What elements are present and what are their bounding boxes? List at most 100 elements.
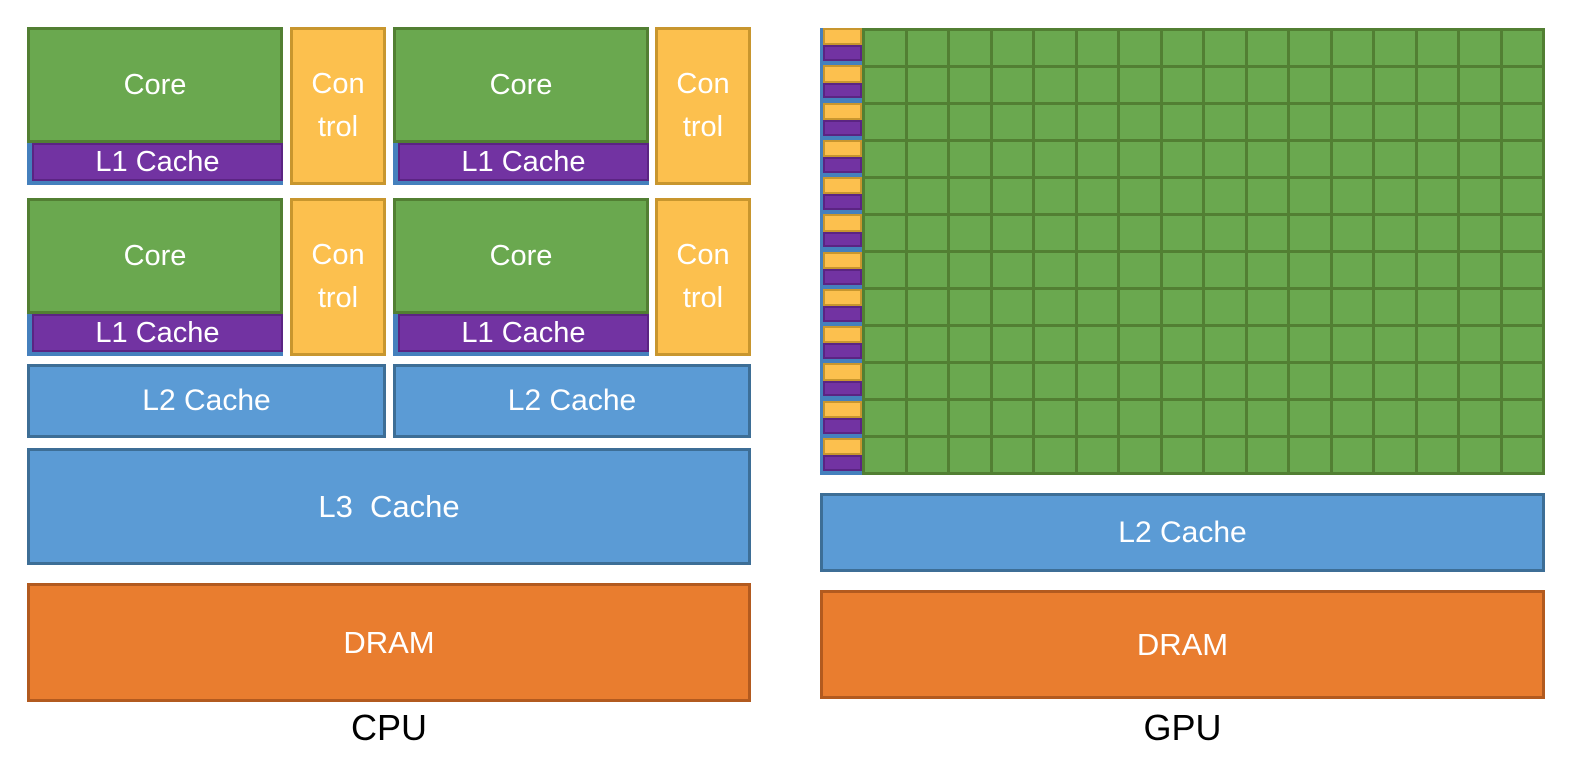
gpu-cores-grid [862,28,1545,475]
gpu-core-cell [1247,68,1287,102]
gpu-core-cell [1077,142,1117,176]
gpu-core-cell [992,142,1032,176]
gpu-core-cell [992,290,1032,324]
gpu-core-cell [907,253,947,287]
cpu-l1-cache: L1 Cache [398,314,649,352]
gpu-core-cell [1205,216,1245,250]
gpu-core-cell [1502,105,1542,139]
gpu-core-cell [1460,142,1500,176]
gpu-core-cell [1460,401,1500,435]
gpu-row-control-group [820,65,862,102]
gpu-core-cell [1290,105,1330,139]
gpu-core-cell [1120,401,1160,435]
gpu-core-cell [1290,364,1330,398]
gpu-core-cell [1205,438,1245,472]
gpu-core-cell [950,438,990,472]
gpu-core-cell [1502,31,1542,65]
gpu-row-l1-cache [823,455,862,471]
gpu-core-cell [1502,327,1542,361]
gpu-core-cell [865,253,905,287]
cpu-core-block: Core L1 Cache Con trol [393,27,751,185]
gpu-core-cell [1417,31,1457,65]
cpu-core: Core [27,198,283,314]
gpu-core-cell [1120,31,1160,65]
gpu-core-cell [1332,68,1372,102]
gpu-row-control-unit [823,214,862,232]
gpu-core-cell [992,327,1032,361]
gpu-core-cell [1205,290,1245,324]
gpu-row-l1-cache [823,157,862,173]
gpu-core-cell [1460,438,1500,472]
gpu-core-cell [1290,290,1330,324]
gpu-core-cell [1205,105,1245,139]
gpu-core-cell [1205,142,1245,176]
gpu-core-cell [950,216,990,250]
gpu-row-control-unit [823,288,862,307]
gpu-row-l1-cache [823,231,862,248]
control-label-line1: Con [311,68,365,100]
gpu-core-cell [950,142,990,176]
gpu-core-cell [1205,327,1245,361]
gpu-core-cell [1375,253,1415,287]
gpu-core-cell [1035,253,1075,287]
gpu-core-cell [1205,253,1245,287]
gpu-core-cell [992,105,1032,139]
gpu-core-cell [1035,179,1075,213]
gpu-core-cell [1035,364,1075,398]
gpu-core-cell [1502,179,1542,213]
cpu-l3-cache: L3 Cache [27,448,751,565]
cpu-l1-cache: L1 Cache [32,314,283,352]
gpu-core-cell [992,438,1032,472]
gpu-core-cell [865,179,905,213]
gpu-core-cell [865,142,905,176]
gpu-core-cell [1375,327,1415,361]
gpu-row-spacer [823,471,862,475]
gpu-core-cell [1332,142,1372,176]
gpu-core-cell [1375,290,1415,324]
gpu-row-control-group [820,400,862,438]
gpu-core-cell [1290,179,1330,213]
gpu-core-cell [1375,68,1415,102]
gpu-row-control-group [820,288,862,326]
cpu-core: Core [393,27,649,143]
gpu-core-cell [1077,179,1117,213]
gpu-core-cell [1375,216,1415,250]
gpu-core-cell [907,68,947,102]
gpu-core-cell [1290,401,1330,435]
gpu-core-cell [1077,31,1117,65]
gpu-core-cell [1247,438,1287,472]
gpu-core-cell [1460,31,1500,65]
gpu-core-cell [1502,142,1542,176]
gpu-core-cell [1417,142,1457,176]
gpu-core-cell [1162,142,1202,176]
gpu-core-cell [992,68,1032,102]
gpu-core-cell [1162,253,1202,287]
cpu-l1-cache: L1 Cache [32,143,283,181]
gpu-core-cell [865,290,905,324]
gpu-core-cell [950,327,990,361]
gpu-core-cell [992,364,1032,398]
gpu-core-cell [1290,327,1330,361]
gpu-core-cell [1460,364,1500,398]
gpu-core-cell [1290,216,1330,250]
gpu-core-cell [865,216,905,250]
gpu-row-l1-cache [823,45,862,62]
gpu-core-cell [1162,105,1202,139]
cpu-core-block: Core L1 Cache Con trol [27,27,386,185]
gpu-core-cell [907,364,947,398]
gpu-core-cell [950,68,990,102]
gpu-core-cell [950,364,990,398]
gpu-row-control-unit [823,139,862,158]
gpu-core-cell [1205,68,1245,102]
gpu-core-cell [865,31,905,65]
gpu-core-cell [1460,216,1500,250]
gpu-core-cell [865,401,905,435]
gpu-row-control-group [820,28,862,65]
gpu-core-cell [1332,216,1372,250]
gpu-row-control-group [820,214,862,251]
gpu-core-cell [950,290,990,324]
gpu-core-cell [1502,364,1542,398]
gpu-core-cell [1120,216,1160,250]
cpu-l1-cache-backing: L1 Cache [27,314,283,356]
gpu-row-control-unit [823,363,862,381]
